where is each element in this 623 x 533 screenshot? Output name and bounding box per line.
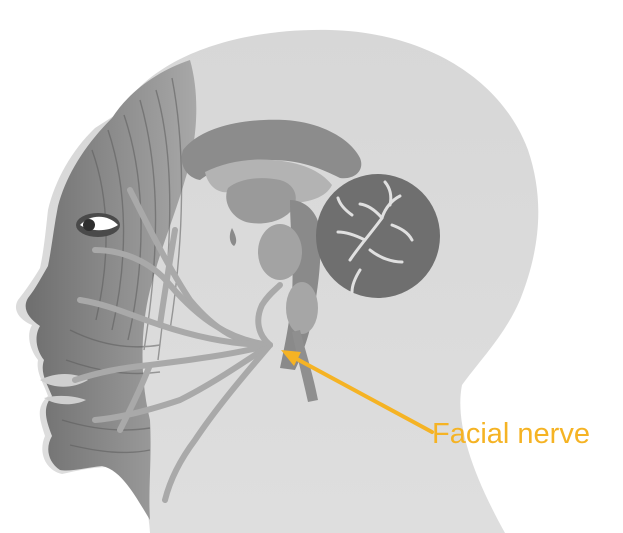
cerebellum: [316, 174, 440, 298]
eye: [76, 213, 120, 237]
facial-nerve-label: Facial nerve: [432, 417, 590, 451]
